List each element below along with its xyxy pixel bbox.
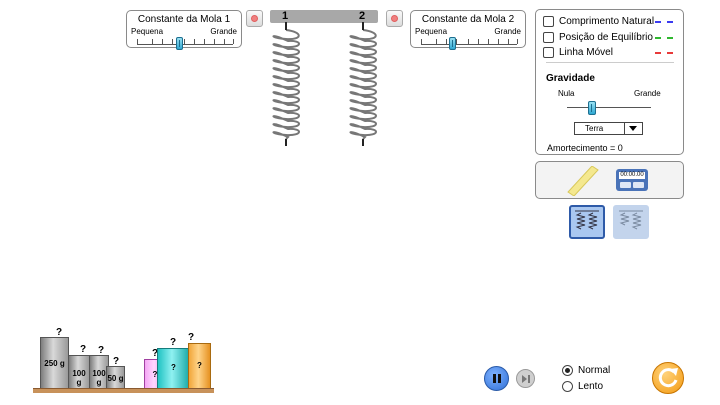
mass-250g[interactable]: 250 g — [40, 337, 69, 389]
natural-length-label: Comprimento Natural — [559, 16, 655, 27]
stopwatch-reset-icon — [620, 182, 631, 188]
mass-50g-hook-icon: ? — [113, 356, 120, 367]
spring1-stop-button[interactable] — [246, 10, 263, 27]
spring1-slider-thumb[interactable] — [175, 37, 183, 50]
moving-line-checkbox[interactable]: Linha Móvel — [543, 47, 613, 58]
speed-normal-label: Normal — [578, 365, 611, 376]
mass-shelf — [33, 388, 214, 393]
stopwatch-play-icon — [633, 182, 644, 188]
moving-line-label: Linha Móvel — [559, 47, 613, 58]
natural-length-line-key — [655, 21, 673, 23]
gravity-max-label: Grande — [634, 89, 661, 98]
damping-readout: Amortecimento = 0 — [547, 143, 623, 153]
spring1-min-label: Pequena — [131, 27, 164, 36]
mass-100g-a[interactable]: 100 g — [68, 355, 90, 389]
chevron-down-icon[interactable] — [624, 123, 642, 134]
divider — [546, 62, 674, 63]
spring2-constant-panel: Constante da Mola 2 Pequena Grande — [410, 10, 526, 50]
equilibrium-position-label: Posição de Equilíbrio — [559, 32, 653, 43]
gravity-slider-track[interactable] — [567, 107, 651, 108]
mystery-mass-orange[interactable]: ? — [188, 343, 211, 389]
mystery-mass-orange-hook-icon: ? — [188, 332, 195, 343]
spring1-number: 1 — [282, 10, 289, 22]
spring1-constant-title: Constante da Mola 1 — [137, 14, 231, 25]
spring1-constant-panel: Constante da Mola 1 Pequena Grande — [126, 10, 242, 50]
stopwatch-icon[interactable]: 00:00.00 — [616, 169, 648, 191]
step-forward-button[interactable] — [516, 369, 535, 388]
spring2-max-label: Grande — [494, 27, 521, 36]
springs-icon — [619, 210, 643, 230]
reset-all-button[interactable] — [652, 362, 684, 394]
spring2-min-label: Pequena — [415, 27, 448, 36]
planet-select-value: Terra — [585, 124, 604, 133]
equilibrium-position-checkbox[interactable]: Posição de Equilíbrio — [543, 32, 653, 43]
mystery-mass-pink-hook-icon: ? — [152, 348, 159, 359]
checkbox-box[interactable] — [543, 47, 554, 58]
intro-scene-button[interactable] — [569, 205, 605, 239]
speed-slow-radio[interactable]: Lento — [562, 381, 603, 392]
gravity-min-label: Nula — [558, 89, 575, 98]
springs — [272, 22, 377, 146]
ruler-icon[interactable] — [566, 166, 600, 196]
spring2-slider-thumb[interactable] — [448, 37, 456, 50]
radio-dot-icon[interactable] — [562, 381, 573, 392]
spring2-constant-title: Constante da Mola 2 — [421, 14, 515, 25]
spring2-slider-track[interactable] — [421, 44, 517, 45]
mass-100g-b-hook-icon: ? — [98, 345, 105, 356]
planet-select[interactable]: Terra — [574, 122, 643, 135]
mystery-mass-pink-label: ? — [152, 370, 158, 379]
options-panel: Comprimento Natural Posição de Equilíbri… — [535, 9, 684, 155]
two-springs-icon — [575, 210, 599, 230]
pause-button[interactable] — [484, 366, 509, 391]
mass-100g-b-label: 100 g — [92, 369, 106, 387]
mystery-mass-orange-label: ? — [197, 361, 202, 370]
gravity-title: Gravidade — [546, 73, 595, 84]
radio-dot-icon[interactable] — [562, 365, 573, 376]
mass-50g-label: 50 g — [107, 374, 124, 383]
reset-icon — [658, 368, 678, 388]
mass-250g-hook-icon: ? — [56, 327, 63, 338]
spring-support-bar: 1 2 — [270, 10, 378, 23]
spring2-stop-button[interactable] — [386, 10, 403, 27]
mass-100g-a-label: 100 g — [72, 369, 86, 387]
spring1-max-label: Grande — [210, 27, 237, 36]
natural-length-checkbox[interactable]: Comprimento Natural — [543, 16, 654, 27]
mass-250g-label: 250 g — [44, 359, 65, 368]
mass-50g[interactable]: 50 g — [106, 366, 125, 389]
mystery-mass-cyan-hook-icon: ? — [170, 337, 177, 348]
equilibrium-line-key — [655, 37, 673, 39]
speed-normal-radio[interactable]: Normal — [562, 365, 610, 376]
gravity-slider-thumb[interactable] — [588, 101, 596, 115]
mass-100g-a-hook-icon: ? — [80, 344, 87, 355]
checkbox-box[interactable] — [543, 16, 554, 27]
stopwatch-display: 00:00.00 — [619, 172, 645, 179]
moving-line-key — [655, 52, 673, 54]
mystery-mass-cyan[interactable]: ? — [157, 348, 190, 389]
checkbox-box[interactable] — [543, 32, 554, 43]
spring2-number: 2 — [359, 10, 366, 22]
mass-100g-b[interactable]: 100 g — [89, 355, 109, 389]
lab-scene-button[interactable] — [613, 205, 649, 239]
tools-panel — [535, 161, 684, 199]
spring1-slider-track[interactable] — [137, 44, 233, 45]
speed-slow-label: Lento — [578, 381, 604, 392]
mystery-mass-cyan-label: ? — [171, 363, 176, 372]
